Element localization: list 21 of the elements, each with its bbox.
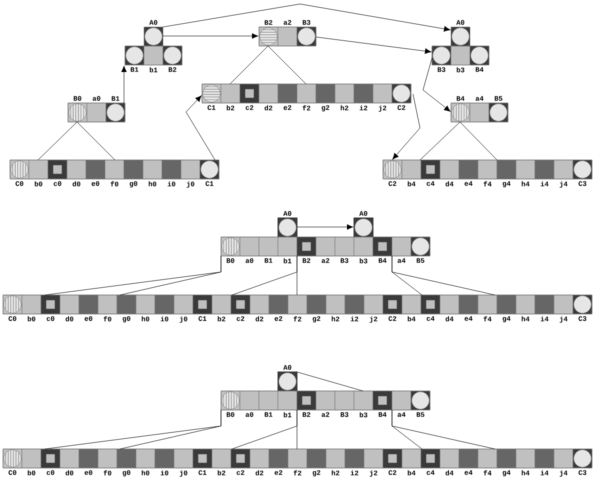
arrow xyxy=(392,94,420,160)
connector-line xyxy=(38,122,78,160)
connector-line xyxy=(296,256,298,296)
connector-line xyxy=(76,122,116,160)
arrow xyxy=(121,66,127,104)
connector-line xyxy=(392,410,496,450)
arrow xyxy=(162,4,450,32)
arrow xyxy=(162,33,258,39)
connector-line xyxy=(120,256,222,296)
connector-line xyxy=(460,122,498,160)
connector-line xyxy=(296,372,364,392)
arrow xyxy=(186,95,216,160)
connector-line xyxy=(230,46,268,84)
arrow xyxy=(316,36,432,54)
connector-line xyxy=(296,410,298,450)
arrow xyxy=(296,224,354,230)
arrow xyxy=(422,58,451,112)
connector-line xyxy=(392,256,496,296)
connector-line xyxy=(420,122,460,160)
connector-line xyxy=(268,46,306,84)
connector-line xyxy=(120,410,222,450)
